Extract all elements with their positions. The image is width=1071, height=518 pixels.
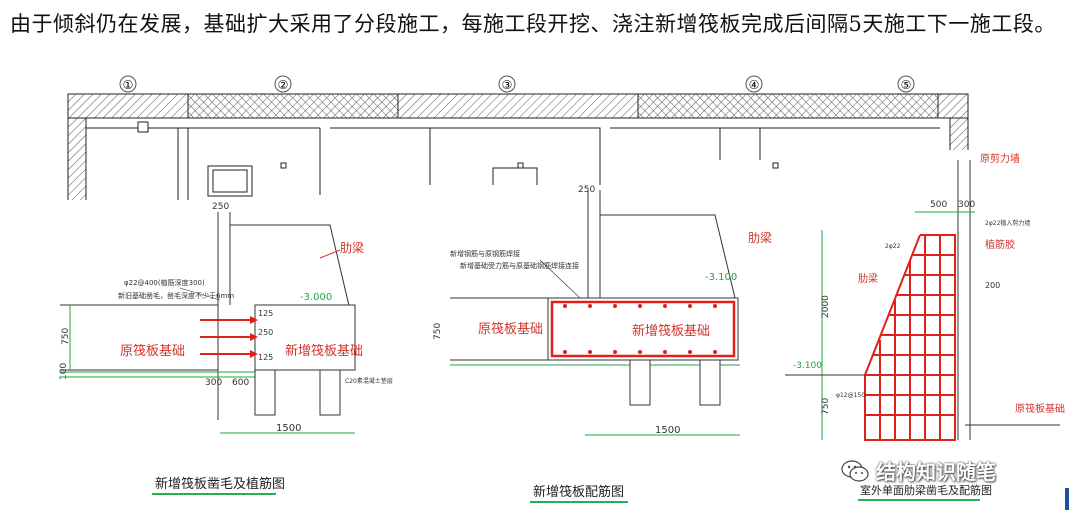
dim-300-3: 300 — [958, 200, 975, 210]
wechat-icon — [841, 459, 869, 482]
drawing-rebar-planting: 250 肋梁 新增筏板基础 原筏板基础 -3.000 φ22@400(植筋深度3… — [40, 200, 400, 512]
note2-3: 2φ22 — [885, 243, 901, 250]
watermark-text: 结构知识随笔 — [876, 460, 996, 484]
dim-600: 600 — [232, 378, 249, 388]
dim-top-2: 250 — [578, 185, 595, 195]
note1-3: 2φ22植入剪力墙 — [985, 219, 1030, 227]
elev-1: -3.000 — [300, 292, 332, 303]
dim-bottom-2: 1500 — [655, 425, 680, 436]
dim-125b: 125 — [258, 353, 273, 362]
dim-750: 750 — [821, 398, 831, 415]
dim-250: 250 — [258, 328, 273, 337]
note2-2: 新增基础受力筋与原基础钢筋焊接连接 — [460, 261, 579, 270]
elev-3: -3.100 — [793, 361, 822, 371]
dim-top-1: 250 — [212, 202, 229, 212]
label-beam-1: 肋梁 — [340, 240, 364, 255]
label-new-2: 新增筏板基础 — [632, 323, 710, 339]
drawing-rib-beam-reinforcement: 原剪力墙 500 300 2φ22植入剪力墙 2φ22 植筋胶 肋梁 2000 — [785, 150, 1065, 512]
label-plant-3: 植筋胶 — [985, 238, 1015, 251]
label-old-3: 原筏板基础 — [1015, 402, 1065, 415]
caption-3: 室外单面肋梁凿毛及配筋图 — [860, 483, 992, 497]
foundation-plan: ① ② ③ ④ ⑤ — [67, 75, 969, 205]
label-new-1: 新增筏板基础 — [285, 343, 363, 359]
note3-1: C20素混凝土垫层 — [345, 377, 393, 385]
note1-1: φ22@400(植筋深度300) — [124, 278, 205, 287]
note1-2: 新增钢筋与原钢筋焊接 — [450, 249, 520, 258]
dim-bottom-1: 1500 — [276, 423, 301, 434]
drawing-new-slab-reinforcement: 250 肋梁 -3.100 新增筏板基础 原筏板基础 新增钢筋与原钢筋焊接 新增… — [425, 185, 785, 512]
side-marker — [1065, 488, 1069, 510]
dim-2000: 2000 — [821, 295, 831, 318]
dim-200: 200 — [985, 281, 1000, 290]
dim-500: 500 — [930, 200, 947, 210]
dim-125a: 125 — [258, 309, 273, 318]
note3-3: φ12@150 — [836, 392, 865, 399]
label-beam-3: 肋梁 — [858, 272, 878, 285]
dim-left-1: 750 — [61, 328, 71, 345]
watermark: 结构知识随笔 — [840, 456, 996, 485]
elev-2: -3.100 — [705, 272, 737, 283]
axis-label-2: ② — [278, 78, 289, 92]
axis-markers: ① ② ③ ④ ⑤ — [119, 75, 915, 93]
note2-1: 新旧基础凿毛，凿毛深度不少于6mm — [118, 291, 234, 300]
axis-label-4: ④ — [749, 78, 760, 92]
axis-label-5: ⑤ — [901, 78, 912, 92]
label-beam-2: 肋梁 — [748, 230, 772, 245]
dim-300: 300 — [205, 378, 222, 388]
label-old-1: 原筏板基础 — [120, 343, 185, 359]
label-old-2: 原筏板基础 — [478, 321, 543, 337]
label-wall-3: 原剪力墙 — [980, 152, 1020, 165]
caption-2: 新增筏板配筋图 — [533, 484, 624, 500]
dim-100: 100 — [59, 363, 69, 380]
intro-paragraph: 由于倾斜仍在发展，基础扩大采用了分段施工，每施工段开挖、浇注新增筏板完成后间隔5… — [10, 12, 1056, 36]
axis-label-1: ① — [123, 78, 134, 92]
dim-left-2: 750 — [433, 323, 443, 340]
caption-1: 新增筏板凿毛及植筋图 — [155, 476, 285, 492]
axis-label-3: ③ — [502, 78, 513, 92]
